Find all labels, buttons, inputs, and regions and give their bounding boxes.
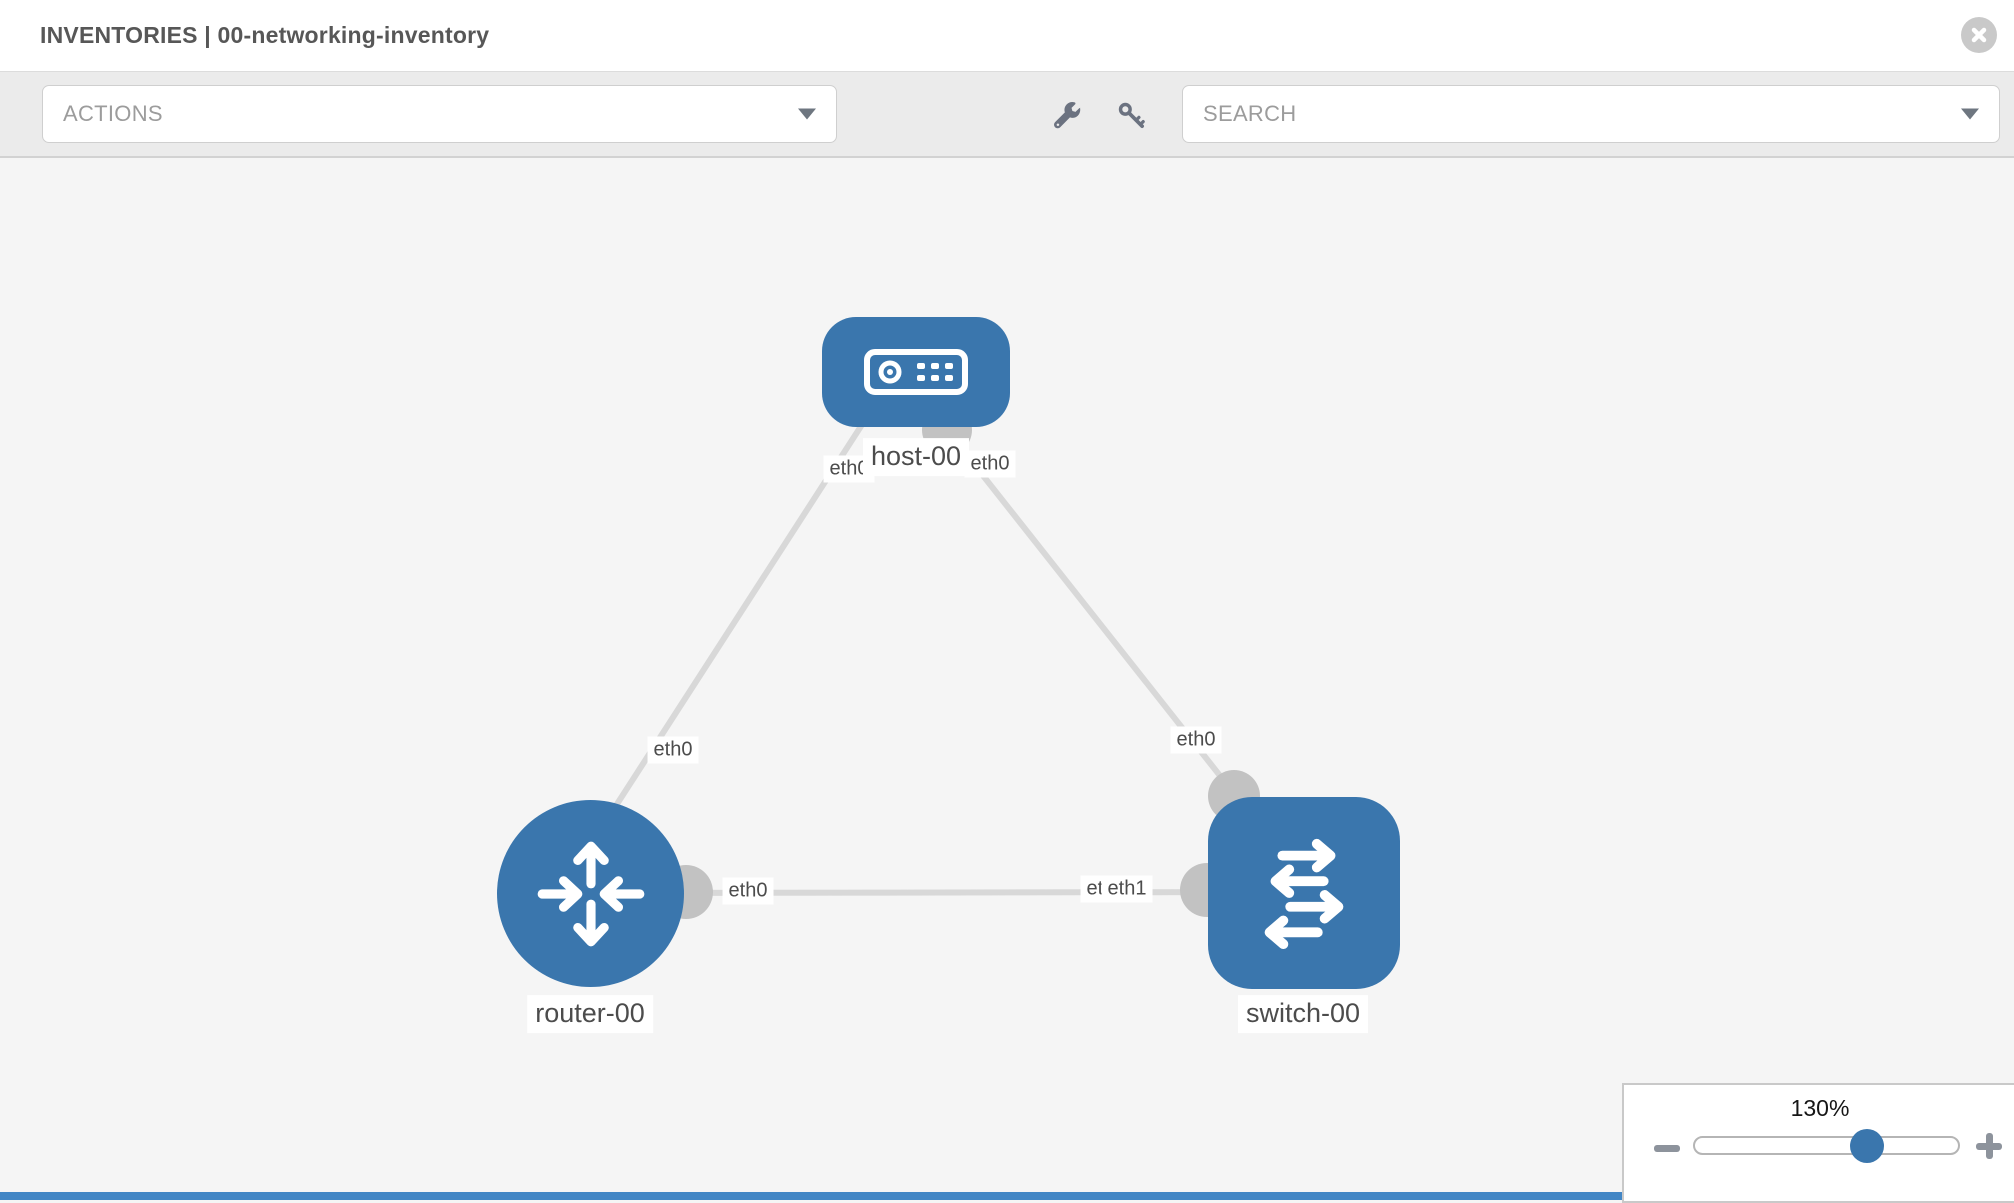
zoom-slider-thumb[interactable] — [1850, 1129, 1884, 1163]
node-host-00[interactable] — [822, 317, 1010, 427]
bottom-accent-strip — [0, 1192, 2014, 1200]
zoom-slider-track[interactable] — [1693, 1129, 1960, 1163]
credentials-button[interactable] — [1112, 96, 1152, 136]
chevron-down-icon — [798, 108, 816, 120]
iface-label-router-uplink: eth0 — [647, 736, 699, 764]
search-dropdown-label: SEARCH — [1203, 101, 1297, 126]
node-switch-00[interactable] — [1208, 797, 1400, 989]
header-bar: INVENTORIES | 00-networking-inventory — [0, 0, 2014, 72]
close-icon — [1971, 27, 1987, 43]
node-router-00[interactable] — [497, 800, 684, 987]
node-label-router: router-00 — [527, 995, 653, 1033]
node-label-host: host-00 — [862, 438, 970, 476]
switch-icon — [1264, 838, 1344, 950]
router-icon — [537, 841, 644, 946]
iface-label-switch-uplink: eth0 — [1170, 726, 1222, 754]
iface-label-host-right: eth0 — [964, 450, 1016, 478]
topology-canvas[interactable] — [0, 160, 2014, 1200]
zoom-level-value: 130% — [1790, 1095, 1850, 1121]
actions-dropdown[interactable]: ACTIONS — [42, 85, 837, 143]
node-label-switch: switch-00 — [1237, 995, 1369, 1033]
chevron-down-icon — [1961, 108, 1979, 120]
zoom-in-button[interactable] — [1974, 1131, 2004, 1161]
iface-label-switch-eth1: eth1 — [1101, 875, 1153, 903]
configure-button[interactable] — [1047, 96, 1087, 136]
zoom-out-button[interactable] — [1652, 1133, 1682, 1163]
key-icon — [1118, 102, 1145, 129]
iface-label-router-eth0: eth0 — [722, 877, 774, 905]
toolbar: ACTIONS SEARCH — [0, 72, 2014, 158]
page-title: INVENTORIES | 00-networking-inventory — [40, 22, 490, 48]
search-dropdown[interactable]: SEARCH — [1182, 85, 2000, 143]
host-icon — [864, 349, 968, 395]
close-button[interactable] — [1961, 17, 1997, 53]
actions-dropdown-label: ACTIONS — [63, 101, 163, 126]
zoom-control-panel: 130% — [1622, 1083, 2014, 1203]
wrench-icon — [1054, 102, 1082, 129]
